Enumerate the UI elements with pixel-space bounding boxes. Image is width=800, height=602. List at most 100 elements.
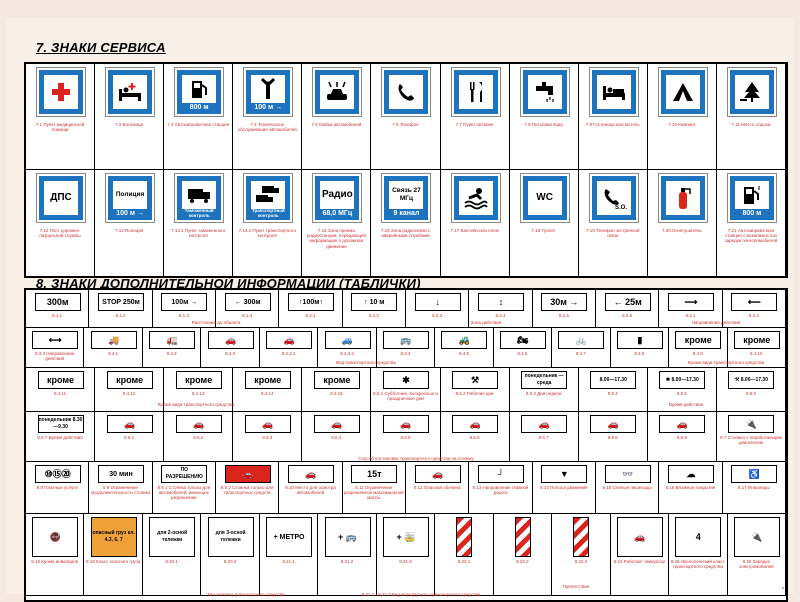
service-sign-plate: ДПС <box>36 173 86 223</box>
plate-label: 8.4.15 <box>330 391 343 396</box>
plate-cell: 🔌8.7 Стоянка с неработающим двигателем <box>716 412 786 462</box>
service-sign-label: 7.6 Телефон <box>392 122 419 127</box>
plate-label: 8.4.1 <box>108 351 119 356</box>
bed-icon <box>596 75 631 109</box>
plate-cell: ▚8.22.3 <box>552 514 611 596</box>
plate-text: + 🚋 <box>396 531 416 542</box>
plate-text: ⚒ <box>471 374 480 385</box>
plate-text: 🔌 <box>745 418 758 429</box>
swimmer-icon <box>458 181 493 215</box>
service-sign-label: 7.7 Пункт питания <box>455 122 494 127</box>
extinguisher-icon <box>665 181 700 215</box>
plate-label: 8.6.5 <box>400 435 411 440</box>
info-plate: 🚗 <box>590 415 637 433</box>
service-sign-card: 7.5 Мойка автомобилей <box>302 64 372 170</box>
publisher-mark: ● <box>781 585 784 590</box>
service-sign-plate <box>657 67 708 117</box>
plate-text: кроме <box>254 374 282 385</box>
service-sign-plate <box>381 67 432 117</box>
plate-text: ▚ <box>461 534 468 541</box>
info-plate: ← 25м <box>604 293 651 311</box>
plate-cell: ⟶8.3.1 <box>659 290 723 328</box>
plate-text: 🚗 <box>331 418 343 429</box>
plate-label: 8.19 Класс опасного груза <box>85 559 141 564</box>
truck-icon <box>182 181 217 209</box>
service-sign-label: 7.11 Место отдыха <box>731 122 771 127</box>
plate-label: 8.6.2 <box>193 435 204 440</box>
plate-cell: 🚗8.4.3 <box>201 328 260 368</box>
plate-cell: ☁8.16 Влажное покрытие <box>659 462 723 514</box>
plate-label: 8.4.5 <box>458 351 469 356</box>
plate-label: 8.5.5 <box>676 391 687 396</box>
plate-cell: ⟵8.3.2 <box>722 290 786 328</box>
plate-text: 4 <box>695 531 701 542</box>
service-sign-card: 7.7 Пункт питания <box>440 64 510 170</box>
plate-cell: ♿8.17 Инвалиды <box>722 462 786 514</box>
info-plate: ← 300м <box>224 293 271 311</box>
service-sign-plate: Таможенный контроль <box>174 173 225 223</box>
plate-text: 🚗 <box>124 418 136 429</box>
plate-text: 🚗 <box>607 418 619 429</box>
sign-word: Связь 27 МГц <box>392 187 421 202</box>
plate-label: 8.15 Слепые пешеходы <box>602 485 652 490</box>
service-sign-label: 7.9 Гостиница или мотель <box>585 122 640 127</box>
plate-label: 8.6.6 <box>469 435 480 440</box>
plate-cell: 🏍8.4.6 <box>493 328 553 368</box>
plate-cell: 🚗8.6.2 <box>164 412 234 462</box>
info-plate: опасный груз кл. 4.3, 6, 7 <box>90 517 137 557</box>
service-sign-card: 7.20 Огнетушитель <box>648 170 717 276</box>
service-sign-label: 7.14.2 Пункт транспортного контроля <box>238 228 296 239</box>
plate-label: 8.4.4 <box>400 351 411 356</box>
plate-text: + МЕТРО <box>273 533 305 541</box>
plate-cell: 🚗8.6.8 <box>578 412 648 462</box>
plate-label: 8.20.1 <box>165 559 178 564</box>
service-sign-label: 7.5 Мойка автомобилей <box>311 122 362 127</box>
plate-cell: ┘8.13 Направление главной дороги <box>469 462 533 514</box>
plate-cell: 🚗8.6.9 <box>647 412 717 462</box>
info-plate: 15т <box>351 465 398 483</box>
service-sign-plate <box>36 67 86 117</box>
plate-cell: 🚙8.4.3.2 <box>318 328 377 368</box>
info-plate: 🔌 <box>728 415 775 433</box>
plate-label: 8.4.2 <box>166 351 177 356</box>
info-plate: 🚜 <box>441 331 488 349</box>
service-sign-label: 7.2 Больница <box>115 122 144 127</box>
plate-cell: ↑100м↑8.2.1 <box>279 290 343 328</box>
plate-label: 8.1.1 <box>52 313 63 318</box>
service-sign-card: 7.10 Кемпинг <box>647 64 717 170</box>
telephone-icon <box>389 75 424 109</box>
info-plate: 🚚 <box>90 331 137 349</box>
sos-phone-icon: S.O.S. <box>596 181 631 215</box>
info-plate: 🔌 <box>733 517 780 557</box>
group-caption: Тип тележки транспортного средства <box>207 592 285 597</box>
plate-text: 🚭 <box>49 531 61 542</box>
plate-text: 🚗 <box>305 468 317 479</box>
plate-cell: 🚗8.6.3 <box>233 412 303 462</box>
plate-cell: 🚗 8.6.1 <box>95 412 165 462</box>
plate-label: 8.4.11 <box>53 391 67 396</box>
service-sign-card: 100 м →7.4 Техническое обслуживание авто… <box>233 64 303 170</box>
info-plate: ▼ <box>541 465 588 483</box>
plate-text: ┘ <box>497 468 505 479</box>
info-plate: 🚌 <box>382 331 429 349</box>
plate-cell: 30м →8.2.5 <box>532 290 596 328</box>
info-plate: кроме <box>313 371 360 389</box>
plate-cell: 🔌8.26 Зарядка электромобилей <box>727 514 786 596</box>
plate-label: 8.4.14 <box>261 391 274 396</box>
info-plate: кроме <box>175 371 222 389</box>
info-plate: 👓 <box>604 465 651 483</box>
plate-label: 8.6.1 <box>124 435 135 440</box>
info-plate: ☁ <box>667 465 714 483</box>
info-plate: + МЕТРО <box>266 517 313 557</box>
plate-text: ← 300м <box>234 298 261 306</box>
plate-cell: ▚8.22.2 <box>493 514 553 596</box>
info-plate: для 2-осной тележки <box>149 517 196 557</box>
plate-label: 8.17 Инвалиды <box>738 485 770 490</box>
